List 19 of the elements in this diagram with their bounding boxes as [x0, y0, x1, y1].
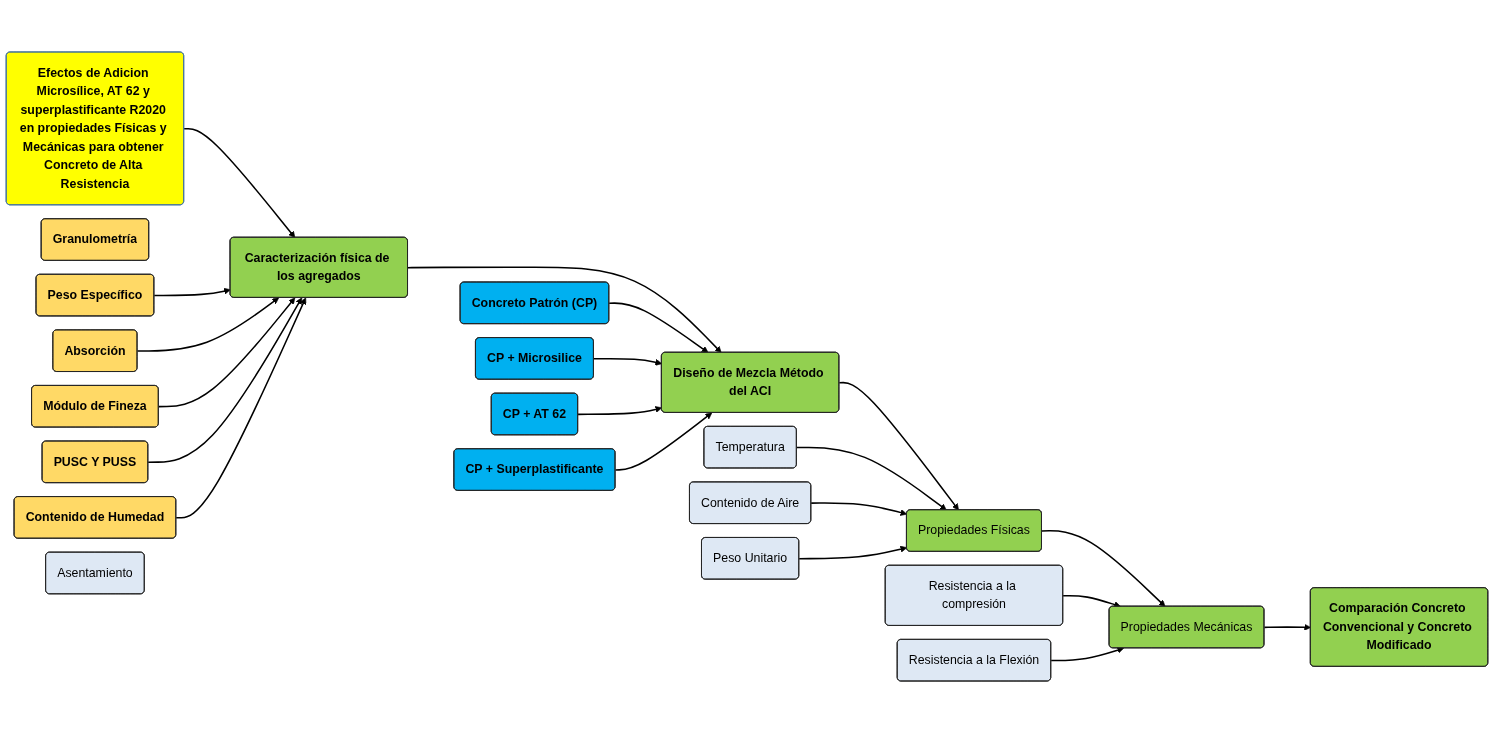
arrow: [796, 446, 947, 511]
arrow: [614, 412, 713, 471]
arrow: [1050, 646, 1124, 662]
arrow: [593, 357, 663, 366]
arrow: [1041, 530, 1166, 607]
arrow: [175, 297, 307, 519]
arrow: [798, 545, 908, 560]
arrow: [810, 502, 908, 516]
arrow: [1062, 594, 1121, 608]
arrow: [136, 297, 280, 352]
arrow: [838, 381, 959, 511]
arrow: [183, 127, 296, 238]
arrow: [407, 266, 722, 353]
arrow: [153, 287, 231, 297]
arrow: [608, 302, 709, 353]
arrow: [577, 406, 663, 416]
arrow: [147, 297, 303, 463]
arrow: [1263, 623, 1311, 631]
arrow: [157, 297, 296, 408]
